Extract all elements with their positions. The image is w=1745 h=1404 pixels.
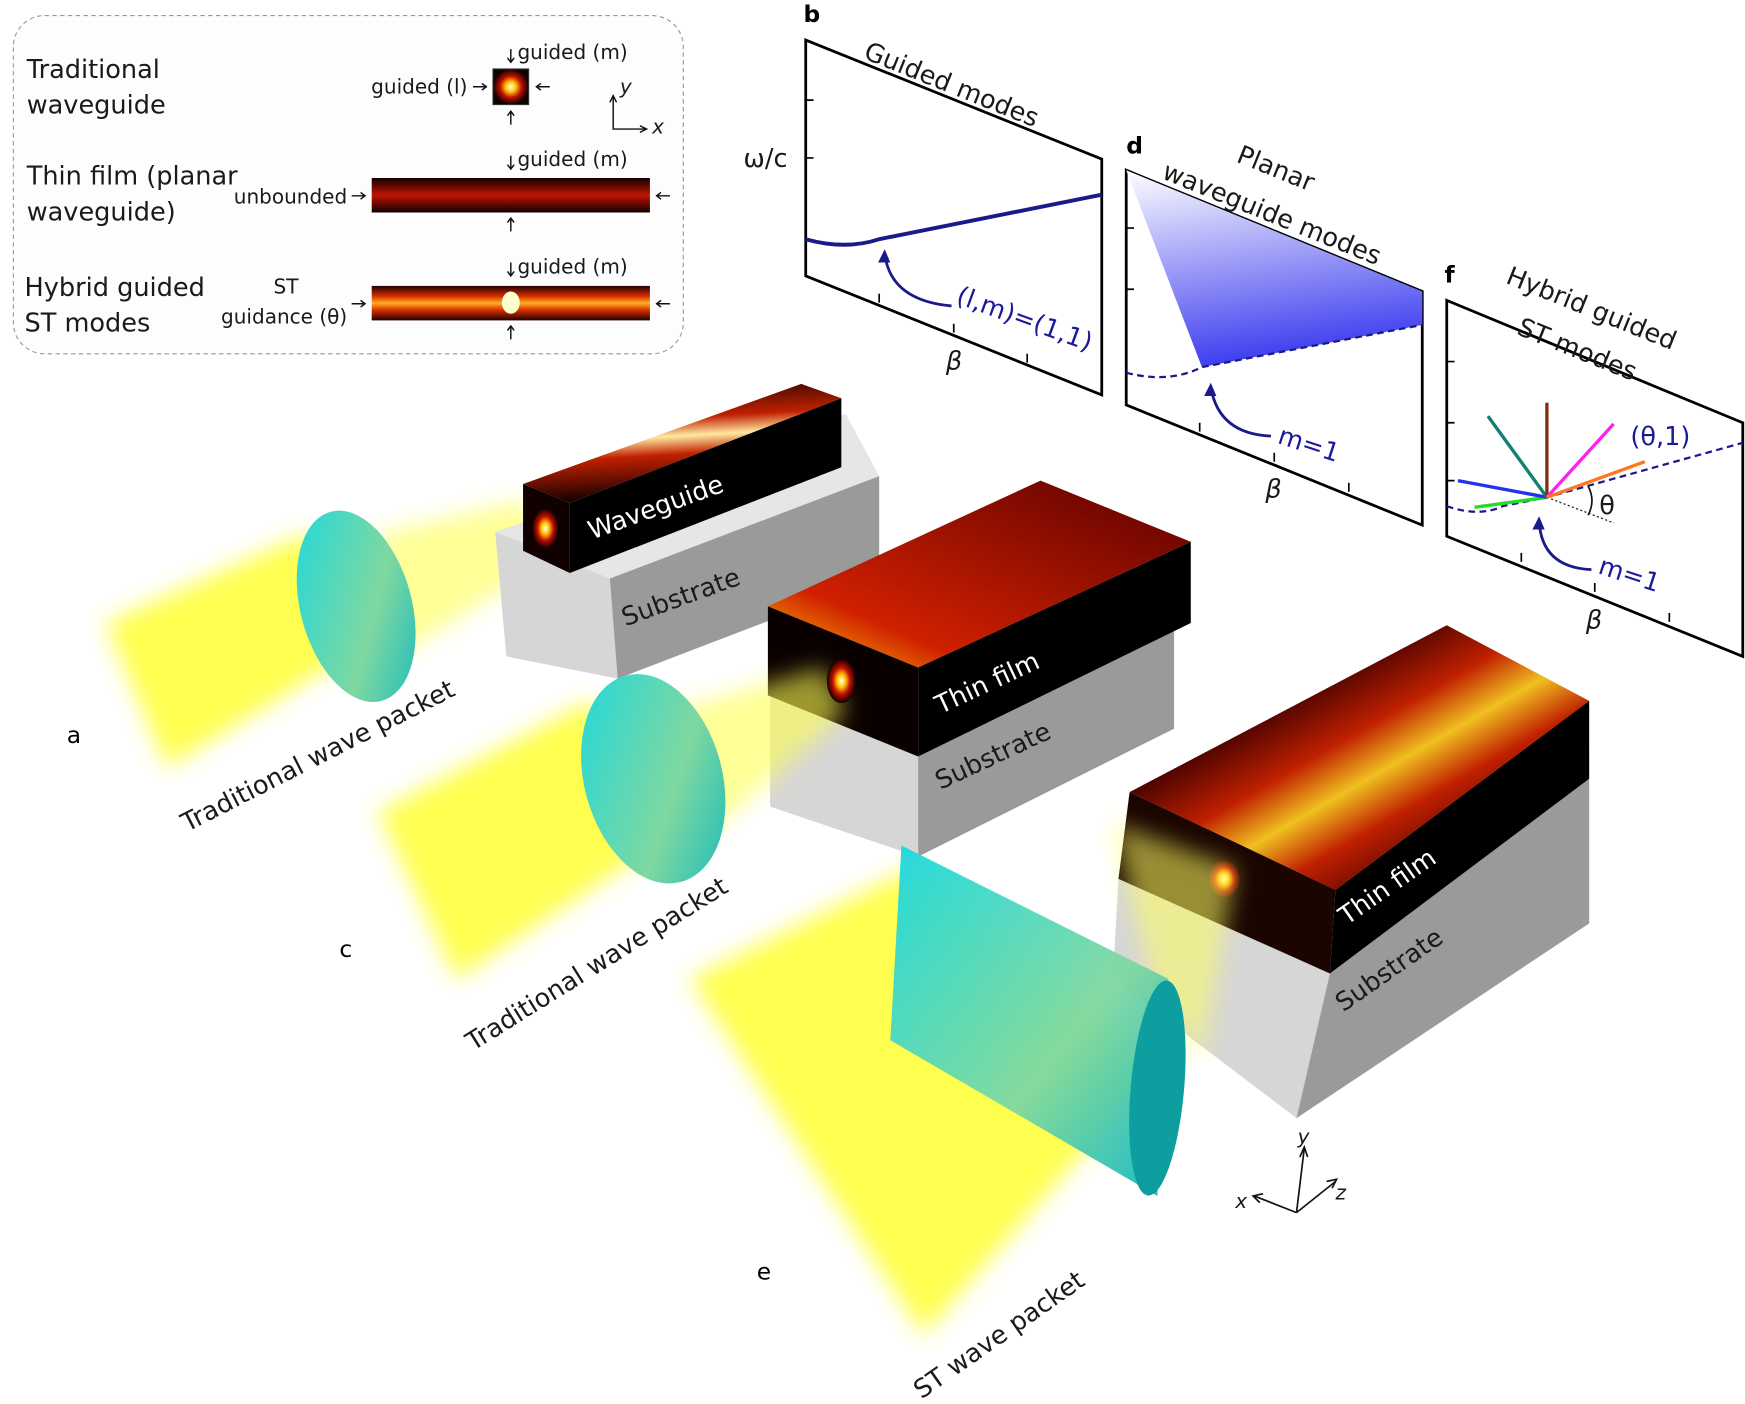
st-line-orange bbox=[1546, 460, 1646, 499]
scene-e-focused-beam bbox=[1112, 823, 1236, 1057]
scene-e-cylindrical-lens-face bbox=[1129, 980, 1186, 1196]
panel-f-arrowhead bbox=[1532, 516, 1545, 530]
st-mode-hotspot bbox=[501, 291, 520, 314]
st-line-green bbox=[1474, 495, 1548, 509]
inset-axis-x: x bbox=[651, 115, 665, 139]
st-line-magenta bbox=[1545, 422, 1615, 499]
panel-f-angle-arc bbox=[1587, 485, 1593, 516]
row2-side-label: unbounded bbox=[234, 185, 347, 209]
scene-c-letter: c bbox=[339, 935, 352, 963]
panel-b-frame bbox=[804, 37, 1104, 398]
panel-f-letter: f bbox=[1445, 261, 1456, 289]
panel-d-arrowhead bbox=[1204, 382, 1217, 397]
row1-title-line2: waveguide bbox=[27, 90, 166, 120]
inset-legend: Traditional waveguide Thin film (planar … bbox=[12, 15, 684, 355]
panel-b-ylabel: ω/c bbox=[743, 144, 787, 174]
axis-x-label: x bbox=[1234, 1189, 1248, 1213]
row2-title-line1: Thin film (planar bbox=[26, 162, 238, 192]
panel-b-letter: b bbox=[804, 0, 821, 28]
row3-top-label: guided (m) bbox=[517, 255, 627, 279]
panel-d-letter: d bbox=[1126, 132, 1143, 160]
row1-side-label: guided (l) bbox=[371, 74, 467, 98]
panel-d-planar-modes: d Planar waveguide modes m=1 β bbox=[1124, 132, 1424, 528]
scene-a-waveguide-side bbox=[569, 398, 842, 573]
axis-y-label: y bbox=[1297, 1125, 1311, 1149]
row2-title-line2: waveguide) bbox=[27, 197, 176, 227]
scene-e-substrate-side bbox=[1296, 778, 1590, 1119]
row1-title-line1: Traditional bbox=[26, 55, 160, 85]
scene-e-film-top bbox=[1129, 625, 1590, 891]
scene-a-mode-spot bbox=[531, 508, 559, 549]
scene-a-waveguide: Waveguide Substrate Traditional wave pac… bbox=[67, 383, 880, 839]
axis-z-label: z bbox=[1334, 1180, 1346, 1204]
scene-c-lens bbox=[581, 674, 726, 884]
row3-title-line2: ST modes bbox=[24, 309, 150, 339]
st-line-blue bbox=[1457, 478, 1548, 499]
panel-d-xlabel: β bbox=[1264, 474, 1281, 504]
waveguide-mode-profile bbox=[492, 68, 530, 106]
panel-d-mode-continuum bbox=[1126, 170, 1423, 368]
row2-top-label: guided (m) bbox=[517, 147, 627, 171]
panel-f-reference-line bbox=[1546, 496, 1614, 524]
scene-e-cylindrical-lens-body bbox=[890, 845, 1169, 1196]
panel-b-annotation-arrow bbox=[883, 253, 952, 308]
scene-e-film-side bbox=[1329, 700, 1590, 974]
row3-side-label-line2: guidance (θ) bbox=[221, 305, 347, 329]
panel-d-cutoff-curve bbox=[1125, 323, 1423, 379]
inset-arrows bbox=[351, 48, 670, 340]
scene-c-mode-spot bbox=[826, 658, 856, 704]
scene-c-film-top bbox=[767, 480, 1191, 668]
panel-f-st-lines bbox=[1457, 402, 1646, 509]
panel-f-annotation-arrow bbox=[1537, 520, 1592, 571]
panel-b-xlabel: β bbox=[945, 346, 962, 376]
row3-side-label-line1: ST bbox=[274, 275, 300, 299]
scene-a-substrate-side bbox=[609, 476, 880, 679]
scene-e-letter: e bbox=[757, 1257, 771, 1285]
axes-arrowheads bbox=[1251, 1144, 1339, 1204]
panel-f-hybrid-modes: f Hybrid guided ST modes θ (θ,1) m=1 β bbox=[1445, 261, 1745, 659]
st-line-teal bbox=[1486, 415, 1549, 499]
panel-b-ticks bbox=[805, 99, 1029, 363]
inset-axis-y: y bbox=[619, 74, 633, 98]
scene-a-lens bbox=[296, 510, 416, 702]
panel-b-dispersion-curve bbox=[805, 192, 1103, 247]
panel-f-xlabel: β bbox=[1585, 606, 1602, 636]
scene-a-waveguide-top bbox=[523, 383, 842, 503]
panel-d-ticks bbox=[1126, 227, 1350, 492]
axes-lines bbox=[1253, 1148, 1336, 1214]
xyz-axes: y z x bbox=[1234, 1125, 1346, 1214]
panel-f-line-label: (θ,1) bbox=[1630, 422, 1690, 452]
panel-f-angle-label: θ bbox=[1599, 491, 1615, 521]
scene-a-substrate-front bbox=[495, 531, 618, 679]
thin-film-mode-profile bbox=[371, 178, 650, 213]
scene-c-film-side bbox=[918, 541, 1191, 757]
panel-f-m1-curve bbox=[1446, 441, 1744, 513]
row1-top-label: guided (m) bbox=[517, 40, 627, 64]
panel-f-ticks bbox=[1446, 360, 1671, 622]
scene-a-letter: a bbox=[67, 721, 81, 749]
row3-title-line1: Hybrid guided bbox=[24, 273, 204, 303]
panel-b-guided-modes: b Guided modes ω/c β (l,m)=(1,1) bbox=[743, 0, 1104, 398]
scene-c-substrate-side bbox=[918, 623, 1175, 857]
panel-b-arrowhead bbox=[878, 249, 891, 263]
